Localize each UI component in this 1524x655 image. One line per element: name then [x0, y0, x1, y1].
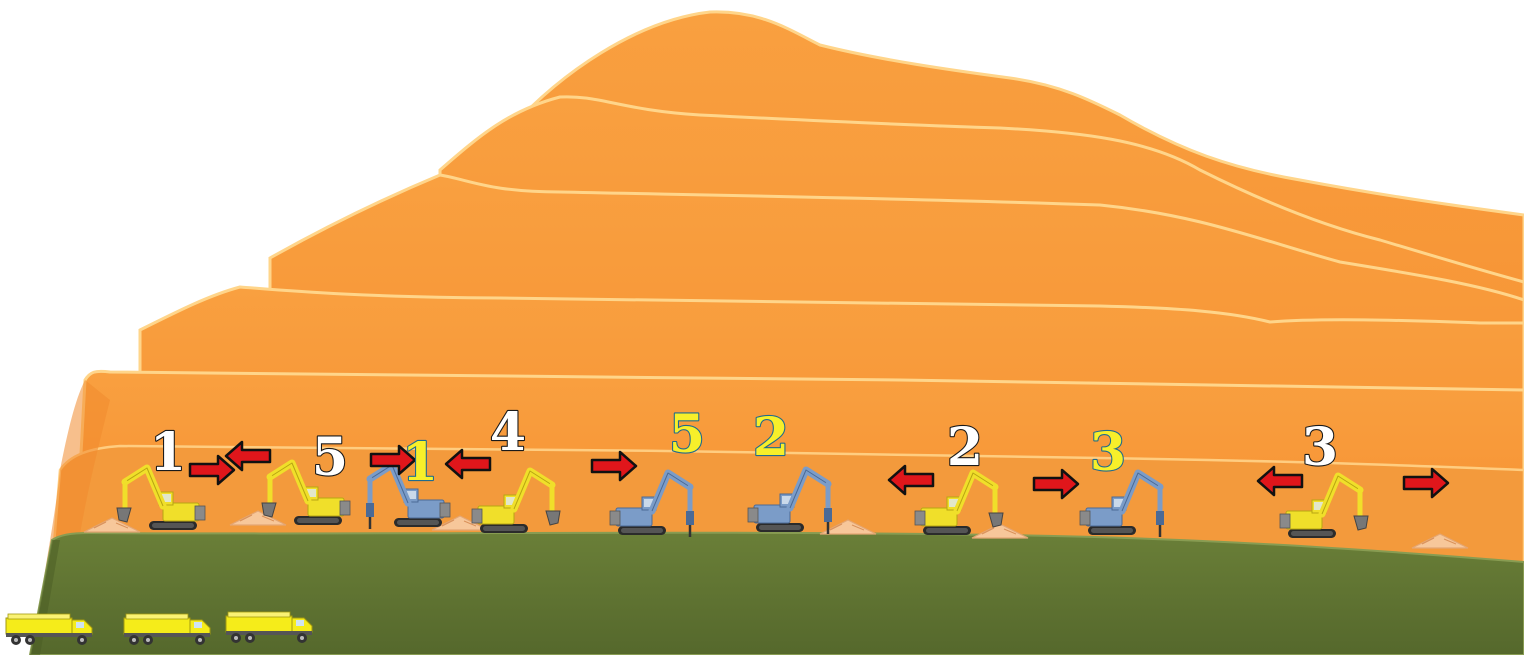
- sequence-number: 1: [150, 422, 186, 483]
- sequence-number: 1: [402, 432, 438, 493]
- sequence-number: 5: [669, 404, 705, 465]
- sequence-number: 2: [947, 417, 983, 478]
- sequence-number: 2: [753, 407, 789, 468]
- sequence-number: 5: [312, 427, 348, 488]
- sequence-number: 3: [1302, 417, 1338, 478]
- sequence-number: 4: [490, 402, 526, 463]
- sequence-number: 3: [1090, 422, 1126, 483]
